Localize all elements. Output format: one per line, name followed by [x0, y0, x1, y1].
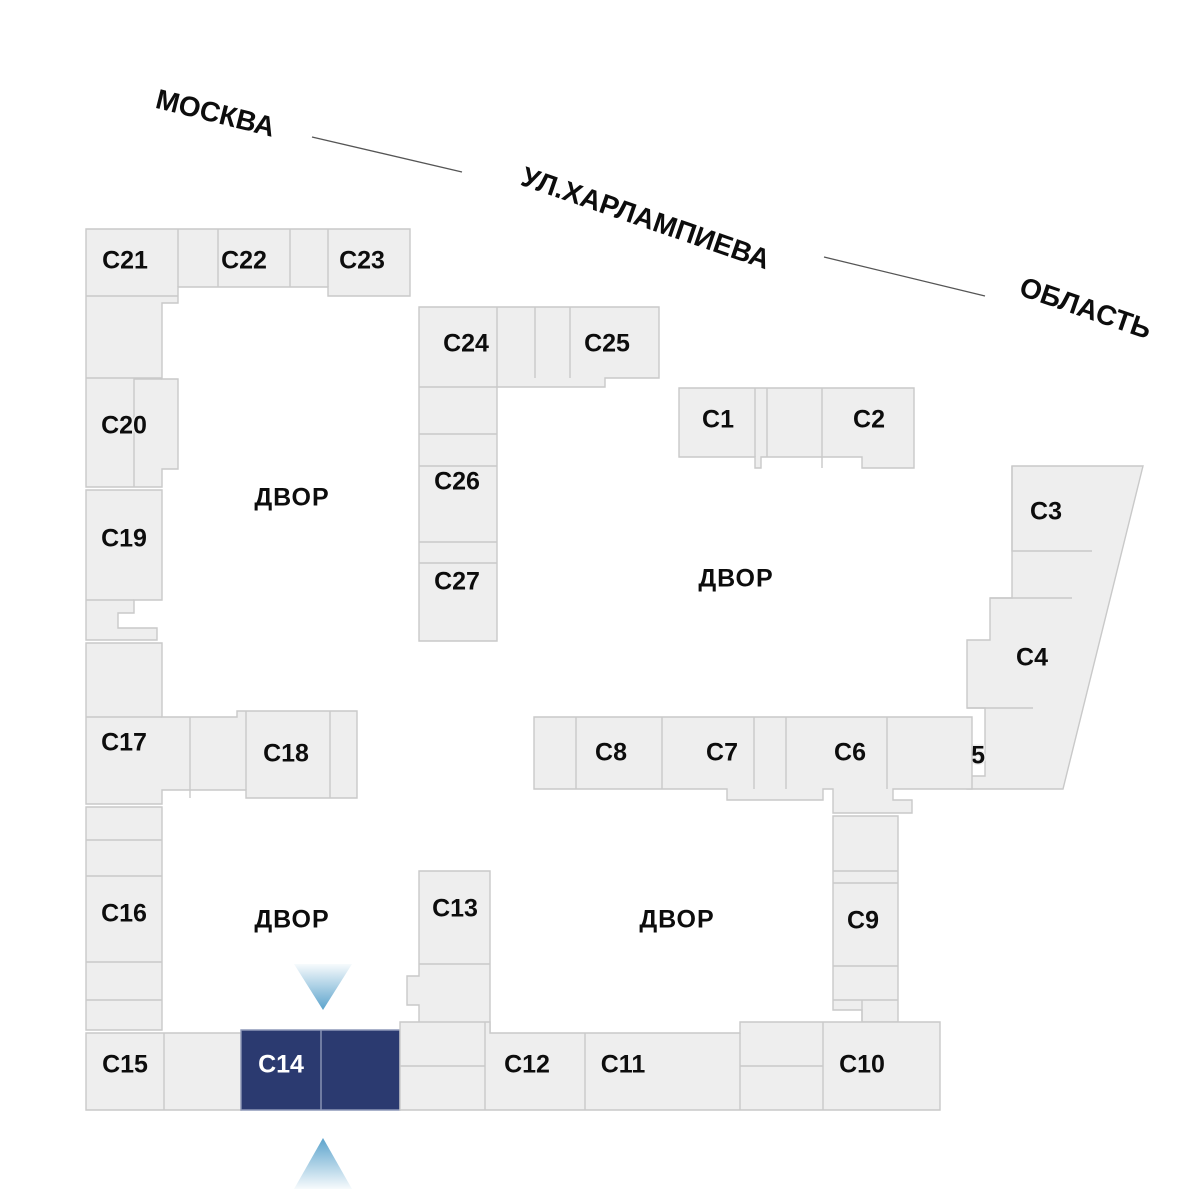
- block-northwest-wing-outline[interactable]: [85, 228, 411, 488]
- street-label-moskva: МОСКВА: [153, 83, 278, 142]
- street-labels-layer: МОСКВА УЛ.ХАРЛАМПИЕВА ОБЛАСТЬ: [153, 83, 1156, 345]
- building-label-c6: C6: [834, 739, 866, 767]
- block-center-east-c5-c8[interactable]: C8 C7 C6: [533, 716, 973, 814]
- block-center-c13[interactable]: C13: [406, 870, 491, 1034]
- building-label-c3: C3: [1030, 498, 1062, 526]
- building-label-c24: C24: [443, 330, 489, 358]
- building-label-c23: C23: [339, 247, 385, 275]
- building-label-c9: C9: [847, 907, 879, 935]
- block-west-wing-c19-outline[interactable]: [85, 489, 163, 641]
- building-label-c22: C22: [221, 247, 267, 275]
- yard-northeast: ДВОР: [698, 565, 773, 593]
- building-label-c4: C4: [1016, 644, 1048, 672]
- block-west-wing-c19[interactable]: C19: [85, 489, 163, 641]
- building-label-c10: C10: [839, 1051, 885, 1079]
- building-label-c17: C17: [101, 729, 147, 757]
- block-east-c9[interactable]: C9: [832, 815, 899, 1023]
- block-south-c14-selected[interactable]: C14: [240, 1029, 401, 1111]
- block-south-c12-c10[interactable]: C12 C11 C10: [399, 1021, 941, 1111]
- building-label-c11: C11: [601, 1051, 646, 1079]
- yard-southeast: ДВОР: [639, 906, 714, 934]
- building-label-c16: C16: [101, 900, 147, 928]
- building-label-c8: C8: [595, 739, 627, 767]
- block-north-c1-c2-outline[interactable]: [678, 387, 915, 469]
- building-label-c25: C25: [584, 330, 630, 358]
- building-label-c14: C14: [258, 1051, 304, 1079]
- street-lines-layer: [311, 136, 986, 297]
- street-leader-right: [823, 256, 986, 297]
- entrance-markers-layer: [294, 964, 352, 1189]
- building-label-c19: C19: [101, 525, 147, 553]
- yard-labels-layer: ДВОР ДВОР ДВОР ДВОР: [254, 484, 773, 934]
- building-label-c26: C26: [434, 468, 480, 496]
- block-east-c3-c5-divider-0: [1011, 466, 1092, 552]
- yard-southwest: ДВОР: [254, 906, 329, 934]
- block-west-wing-c17-c18-outline[interactable]: [85, 642, 358, 805]
- block-center-c13-outline[interactable]: [406, 870, 491, 1034]
- block-center-c24-c27-outline[interactable]: [418, 306, 660, 642]
- block-north-c1-c2[interactable]: C1 C2: [678, 387, 915, 469]
- block-southwest-c16-c15-outline[interactable]: [85, 806, 163, 1031]
- building-label-c20: C20: [101, 412, 147, 440]
- yard-northwest: ДВОР: [254, 484, 329, 512]
- building-label-c12: C12: [504, 1051, 550, 1079]
- building-label-c15: C15: [102, 1051, 148, 1079]
- entrance-marker-south: [294, 1138, 352, 1189]
- building-label-c7: C7: [706, 739, 738, 767]
- building-label-c1: C1: [702, 406, 734, 434]
- building-label-c13: C13: [432, 895, 478, 923]
- building-label-c27: C27: [434, 568, 480, 596]
- street-label-harlampieva: УЛ.ХАРЛАМПИЕВА: [517, 161, 774, 275]
- block-center-east-c5-c8-outline[interactable]: [533, 716, 973, 814]
- building-label-c18: C18: [263, 740, 309, 768]
- block-west-wing-c17-c18[interactable]: C17 C18: [85, 642, 358, 805]
- block-east-c3-c5[interactable]: C3C4C5: [952, 465, 1144, 790]
- block-southwest-c16-c15[interactable]: C16: [85, 806, 163, 1031]
- street-label-oblast: ОБЛАСТЬ: [1016, 271, 1156, 345]
- block-south-c12-c10-outline[interactable]: [399, 1021, 941, 1111]
- block-northwest-wing-divider-6: [133, 378, 162, 487]
- street-leader-left: [311, 136, 463, 173]
- block-south-c15[interactable]: C15: [85, 1032, 242, 1111]
- building-label-c2: C2: [853, 406, 885, 434]
- building-label-c21: C21: [102, 247, 148, 275]
- entrance-marker-north: [294, 964, 352, 1010]
